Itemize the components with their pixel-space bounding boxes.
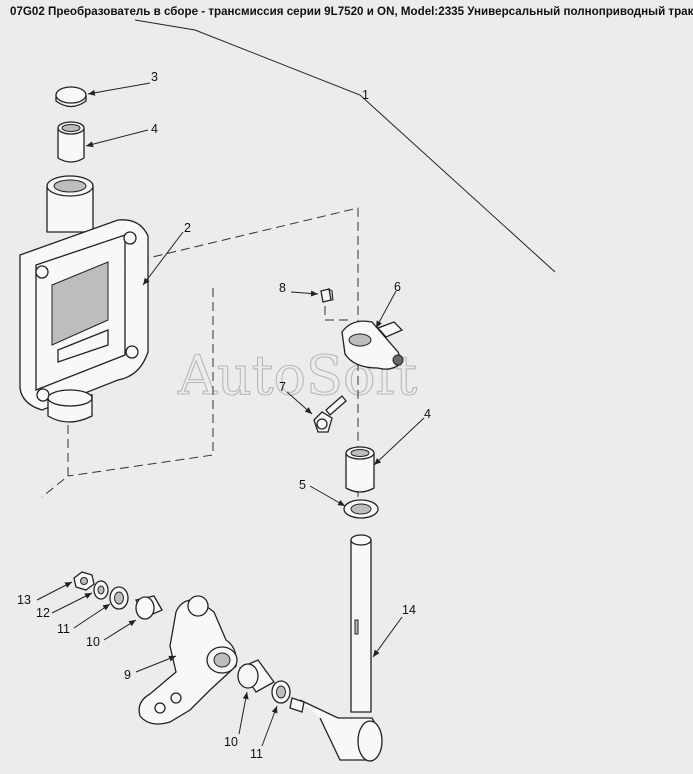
part-10-sleeve-lower [237,659,275,693]
leader-1 [134,19,556,273]
part-4-bushing-upper [57,121,85,163]
callout-13: 13 [17,593,31,607]
callout-14: 14 [402,603,416,617]
part-12-washer [93,580,109,600]
callout-10-lower: 10 [224,735,238,749]
part-13-nut [73,571,95,591]
part-11-ring-lower [271,680,291,704]
callout-12: 12 [36,606,50,620]
part-2-housing [19,175,149,423]
part-6-clamp [341,320,404,370]
callout-11-upper: 11 [57,622,70,636]
callout-4-upper: 4 [151,122,158,136]
part-3-cap [55,86,87,108]
callout-2: 2 [184,221,191,235]
callout-leaders [36,82,425,747]
callout-4-lower: 4 [424,407,431,421]
part-14-shaft [289,534,383,762]
part-7-bolt [313,395,347,433]
callout-3: 3 [151,70,158,84]
part-8-key [320,287,334,303]
exploded-parts-diagram: AutoSoft [17,19,556,762]
part-11-ring-upper [109,586,129,610]
part-9-lever [138,595,238,725]
part-5-seal [343,499,379,519]
assembly-dashed-key [324,306,348,321]
callout-6: 6 [394,280,401,294]
callout-11-lower: 11 [250,747,263,761]
part-4-bushing-lower [345,446,375,493]
diagram-title: 07G02 Преобразователь в сборе - трансмис… [10,5,693,18]
assembly-dashed-lines [41,207,359,512]
callout-8: 8 [279,281,286,295]
callout-1: 1 [362,88,369,102]
callout-7: 7 [279,380,286,394]
callout-9: 9 [124,668,131,682]
part-10-sleeve-upper [135,595,163,620]
callout-10-upper: 10 [86,635,100,649]
callout-5: 5 [299,478,306,492]
